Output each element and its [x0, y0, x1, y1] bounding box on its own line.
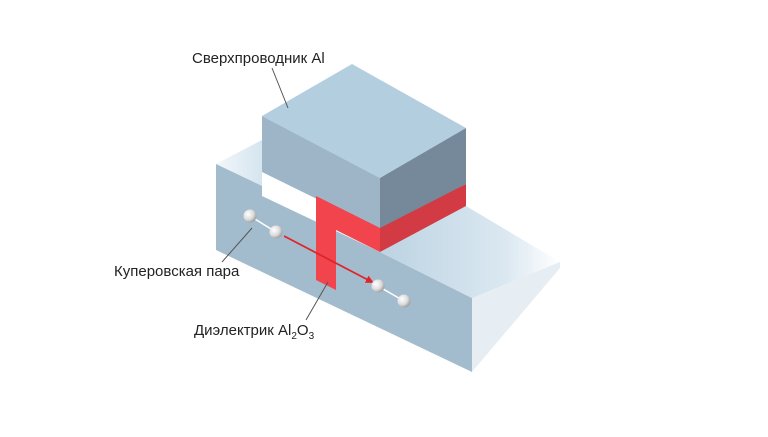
- electron-3: [371, 279, 385, 293]
- electron-4: [397, 294, 411, 308]
- label-dielectric-sub1: 2: [291, 331, 297, 342]
- top-block: [262, 64, 466, 230]
- tunneling-arrow: [283, 235, 374, 283]
- electron-1: [243, 209, 257, 223]
- dielectric-side: [380, 184, 466, 252]
- base-top-right: [380, 206, 560, 298]
- label-cooper-pair: Куперовская пара: [114, 263, 240, 280]
- leader-lines: [221, 67, 329, 321]
- block-side-face: [380, 128, 466, 230]
- cooper-pair-right: [371, 279, 411, 308]
- leader-superconductor: [271, 67, 289, 109]
- label-dielectric-sub2: 3: [309, 331, 315, 342]
- label-dielectric-main: Диэлектрик Al: [194, 322, 291, 339]
- leader-cooper-pair: [221, 227, 253, 263]
- base-side-face: [472, 262, 560, 372]
- leader-dielectric: [305, 281, 329, 321]
- dielectric-layer: [316, 184, 466, 290]
- label-dielectric-mid: O: [297, 322, 309, 339]
- block-top-face: [262, 64, 466, 178]
- cooper-pair-left: [243, 209, 283, 239]
- label-dielectric: Диэлектрик Al2O3: [194, 322, 315, 342]
- dielectric-front-vertical: [316, 196, 336, 290]
- label-superconductor: Сверхпроводник Al: [192, 50, 325, 67]
- electron-2: [269, 225, 283, 239]
- block-front-face: [262, 116, 380, 230]
- dielectric-front-horizontal: [316, 196, 380, 252]
